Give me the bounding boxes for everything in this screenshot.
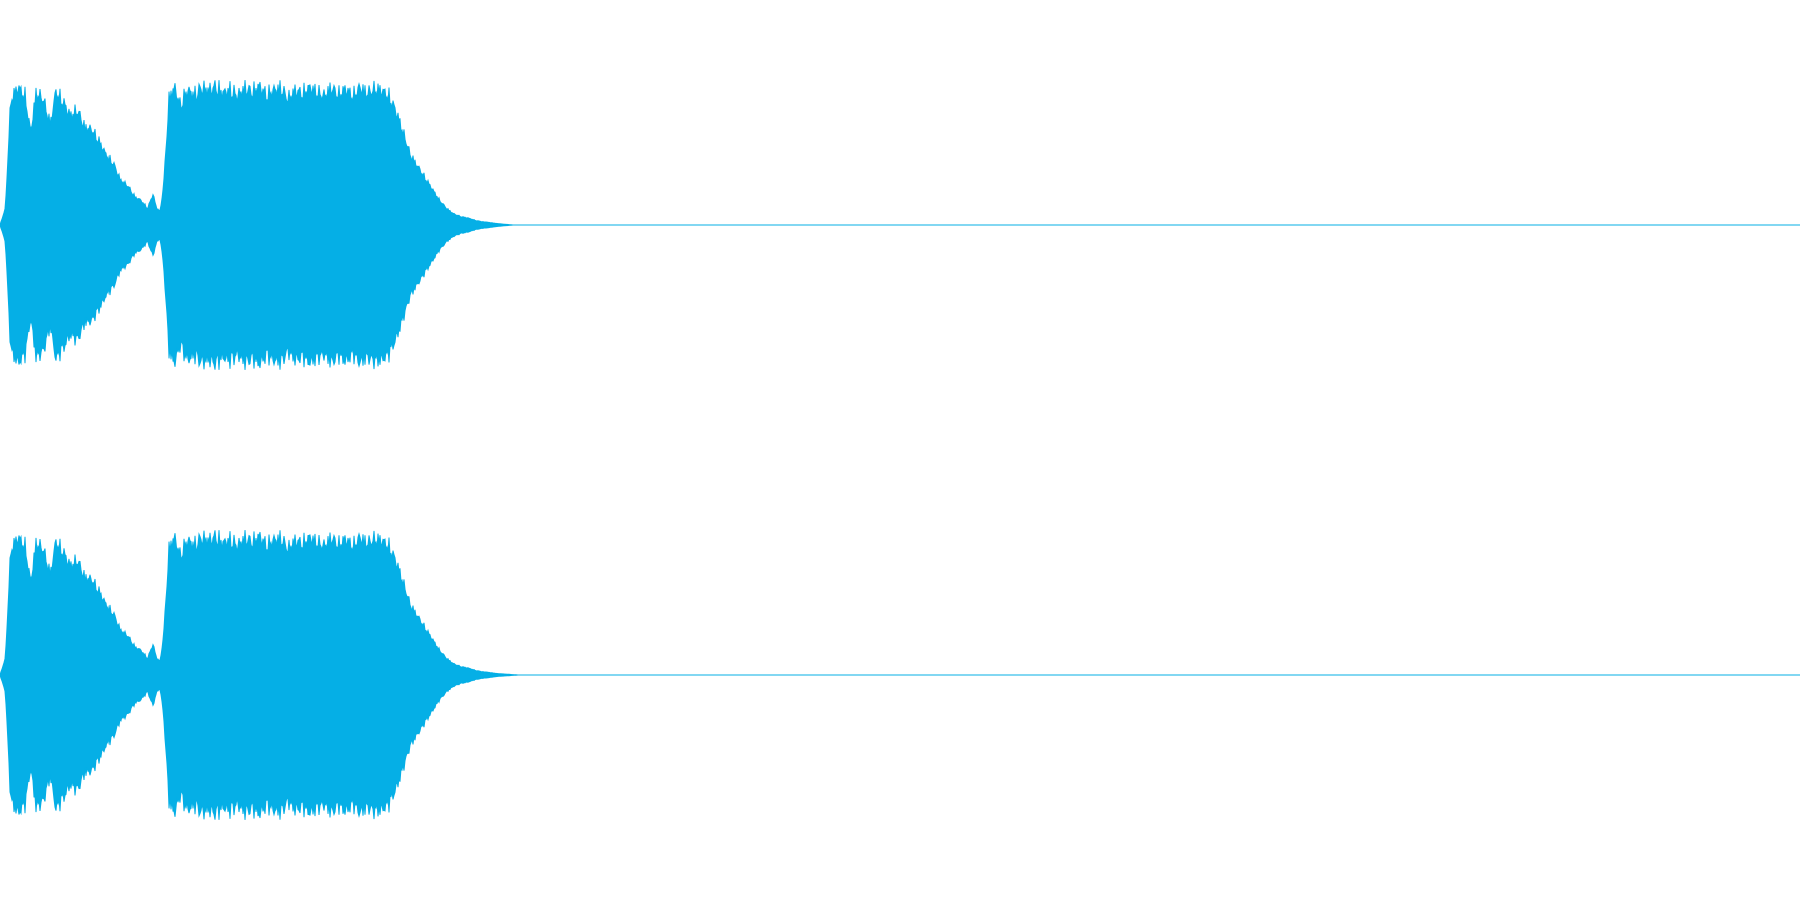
left-channel-waveform — [0, 80, 1800, 370]
left-channel-wave — [0, 80, 1800, 370]
right-channel-wave — [0, 530, 1800, 820]
right-channel-waveform — [0, 530, 1800, 820]
